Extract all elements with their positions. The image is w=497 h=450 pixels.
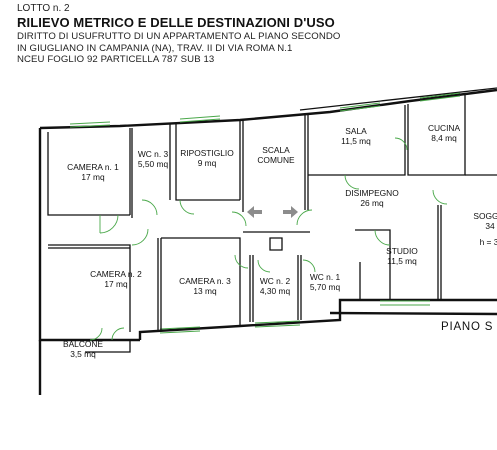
plan-header: LOTTO n. 2 RILIEVO METRICO E DELLE DESTI… (17, 3, 340, 66)
floor-label: PIANO S (441, 321, 493, 333)
interior-walls (47, 95, 497, 332)
room-balcone: BALCONE 3,5 mq (63, 339, 103, 359)
room-disimpegno: DISIMPEGNO 26 mq (345, 188, 399, 208)
arrow-right-icon (291, 206, 298, 218)
arrow-right-shaft (283, 210, 291, 214)
room-name: CUCINA (428, 123, 461, 133)
room-name: SCALA (262, 145, 290, 155)
room-area: 13 mq (193, 286, 217, 296)
room-cucina: CUCINA 8,4 mq (428, 123, 461, 143)
room-area: 26 mq (360, 198, 384, 208)
room-area: 34 (485, 221, 495, 231)
room-soggiorno: SOGG 34 h = 3 (473, 211, 497, 247)
room-area: 11,5 mq (387, 256, 417, 266)
outer-walls (38, 87, 497, 395)
room-area: 5,70 mq (310, 282, 341, 292)
room-wc-3: WC n. 3 5,50 mq (138, 149, 169, 169)
windows (69, 92, 461, 334)
plan-title: RILIEVO METRICO E DELLE DESTINAZIONI D'U… (17, 15, 335, 30)
arrow-left-shaft (254, 210, 262, 214)
doors (89, 137, 448, 341)
stair-arrows (247, 206, 298, 218)
room-ripostiglio: RIPOSTIGLIO 9 mq (180, 148, 234, 168)
room-area: 17 mq (104, 279, 128, 289)
room-name: CAMERA n. 2 (90, 269, 142, 279)
room-area: 11,5 mq (341, 136, 371, 146)
room-wc-1: WC n. 1 5,70 mq (310, 272, 341, 292)
room-name: WC n. 3 (138, 149, 169, 159)
room-wc-2: WC n. 2 4,30 mq (260, 276, 291, 296)
room-name: STUDIO (386, 246, 418, 256)
room-area: COMUNE (257, 155, 295, 165)
room-height: h = 3 (480, 237, 497, 247)
room-camera-3: CAMERA n. 3 13 mq (179, 276, 231, 296)
room-camera-1: CAMERA n. 1 17 mq (67, 162, 119, 182)
room-name: SOGG (473, 211, 497, 221)
room-scala: SCALA COMUNE (257, 145, 295, 165)
room-name: CAMERA n. 1 (67, 162, 119, 172)
room-area: 3,5 mq (70, 349, 96, 359)
room-camera-2: CAMERA n. 2 17 mq (90, 269, 142, 289)
arrow-left-icon (247, 206, 254, 218)
description-line-1: DIRITTO DI USUFRUTTO DI UN APPARTAMENTO … (17, 31, 341, 42)
room-name: WC n. 1 (310, 272, 341, 282)
description-line-2: IN GIUGLIANO IN CAMPANIA (NA), TRAV. II … (17, 42, 293, 54)
room-name: SALA (345, 126, 367, 136)
room-name: CAMERA n. 3 (179, 276, 231, 286)
room-name: RIPOSTIGLIO (180, 148, 234, 158)
room-area: 9 mq (198, 158, 217, 168)
room-area: 8,4 mq (431, 133, 457, 143)
description-line-3: NCEU FOGLIO 92 PARTICELLA 787 SUB 13 (17, 54, 215, 65)
room-area: 17 mq (81, 172, 105, 182)
room-name: WC n. 2 (260, 276, 291, 286)
room-name: BALCONE (63, 339, 103, 349)
room-name: DISIMPEGNO (345, 188, 399, 198)
lot-number: LOTTO n. 2 (17, 3, 70, 14)
room-sala: SALA 11,5 mq (341, 126, 371, 146)
room-studio: STUDIO 11,5 mq (386, 246, 418, 266)
room-area: 5,50 mq (138, 159, 169, 169)
room-area: 4,30 mq (260, 286, 291, 296)
